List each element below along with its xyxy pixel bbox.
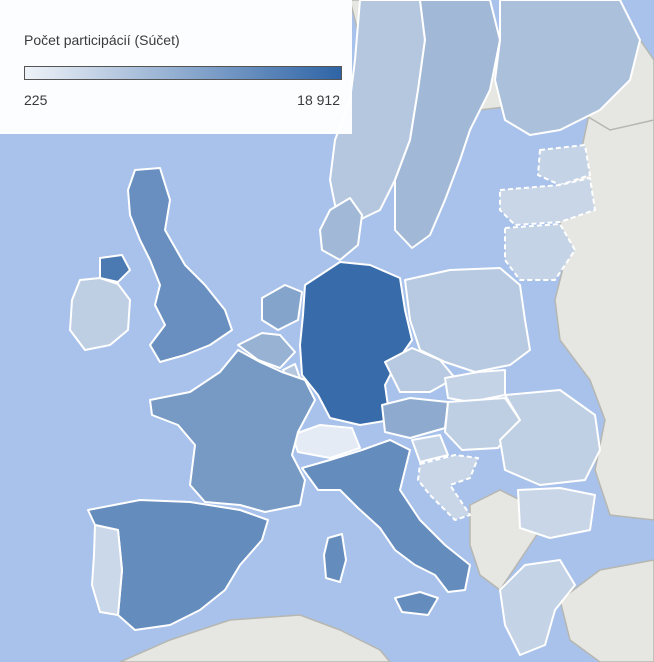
region-lithuania[interactable]	[504, 223, 576, 281]
legend-title: Počet participácií (Súčet)	[24, 32, 180, 48]
region-hungary[interactable]	[444, 397, 521, 451]
region-portugal[interactable]	[91, 524, 123, 616]
region-united-kingdom[interactable]	[127, 167, 233, 363]
region-bulgaria[interactable]	[517, 487, 596, 539]
region-finland[interactable]	[494, 0, 641, 136]
region-germany[interactable]	[299, 261, 413, 426]
region-poland[interactable]	[404, 267, 531, 373]
region-italy[interactable]	[301, 439, 471, 593]
region-ireland[interactable]	[69, 277, 131, 351]
region-sicily[interactable]	[394, 591, 439, 616]
region-northern-ireland[interactable]	[99, 254, 131, 283]
region-croatia[interactable]	[417, 454, 479, 521]
region-netherlands[interactable]	[261, 284, 303, 331]
legend-min-label: 225	[24, 92, 48, 108]
region-estonia[interactable]	[537, 144, 591, 186]
region-denmark[interactable]	[319, 197, 363, 261]
region-slovenia[interactable]	[411, 434, 449, 463]
land-north-africa	[119, 614, 391, 662]
region-romania[interactable]	[499, 389, 601, 486]
region-france[interactable]	[149, 349, 316, 513]
region-switzerland[interactable]	[291, 424, 361, 459]
region-latvia[interactable]	[499, 177, 596, 226]
region-sardinia[interactable]	[323, 533, 347, 583]
legend-gradient-bar	[24, 66, 342, 80]
country-regions	[69, 0, 641, 656]
region-greece[interactable]	[499, 559, 576, 656]
land-turkey	[559, 559, 654, 662]
legend-max-label: 18 912	[297, 92, 340, 108]
legend-panel: Počet participácií (Súčet) 225 18 912	[0, 0, 352, 134]
region-sweden[interactable]	[394, 0, 501, 249]
